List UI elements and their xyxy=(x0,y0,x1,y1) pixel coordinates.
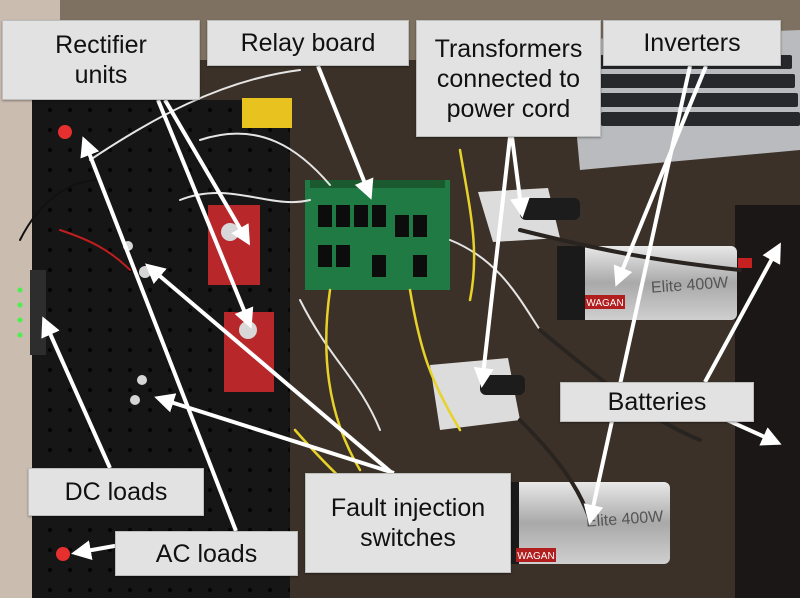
arrow-rectifier-1 xyxy=(163,98,251,246)
arrow-fault-switch-2 xyxy=(154,393,395,475)
arrow-ac-load-bottom xyxy=(71,540,121,561)
inverter-bottom: WAGAN Elite 400W xyxy=(505,482,670,564)
arrow-relay-board xyxy=(316,65,374,200)
annotation-arrows xyxy=(41,65,782,561)
dc-load-leds xyxy=(17,287,23,338)
ac-load-lamp-top xyxy=(58,125,72,139)
arrow-dc-loads xyxy=(41,316,112,469)
inverter-top-model: Elite 400W xyxy=(650,274,729,296)
label-dc-loads: DC loads xyxy=(28,468,204,516)
power-plug-top xyxy=(520,198,580,220)
relay-terminal-strip xyxy=(310,180,445,188)
label-inverters: Inverters xyxy=(603,20,781,66)
label-rectifier-units: Rectifier units xyxy=(2,20,200,100)
label-batteries: Batteries xyxy=(560,382,754,422)
label-transformers: Transformers connected to power cord xyxy=(416,20,601,137)
inverter-bottom-model: Elite 400W xyxy=(585,508,664,530)
inverter-top-brand: WAGAN xyxy=(586,298,623,309)
label-relay-board: Relay board xyxy=(207,20,409,66)
arrow-transformer-top xyxy=(510,136,530,218)
relay-blocks xyxy=(318,205,427,277)
dc-terminal-strip xyxy=(30,270,46,355)
arrow-ac-load-top xyxy=(80,136,238,532)
arrow-battery-top xyxy=(703,242,781,383)
ac-load-lamp-bottom xyxy=(56,547,70,561)
yellow-capacitor xyxy=(242,98,292,128)
inverter-bottom-brand: WAGAN xyxy=(517,551,554,562)
arrow-inverter-top xyxy=(613,65,708,287)
arrow-rectifier-2 xyxy=(156,99,254,329)
label-fault-injection-switches: Fault injection switches xyxy=(305,473,511,573)
power-plug-bottom xyxy=(480,375,525,395)
arrow-inverter-bottom xyxy=(583,65,692,525)
arrow-fault-switch-1 xyxy=(144,263,394,475)
battery-terminal-red xyxy=(738,258,752,268)
arrow-transformer-bottom xyxy=(473,136,512,388)
label-ac-loads: AC loads xyxy=(115,531,298,576)
